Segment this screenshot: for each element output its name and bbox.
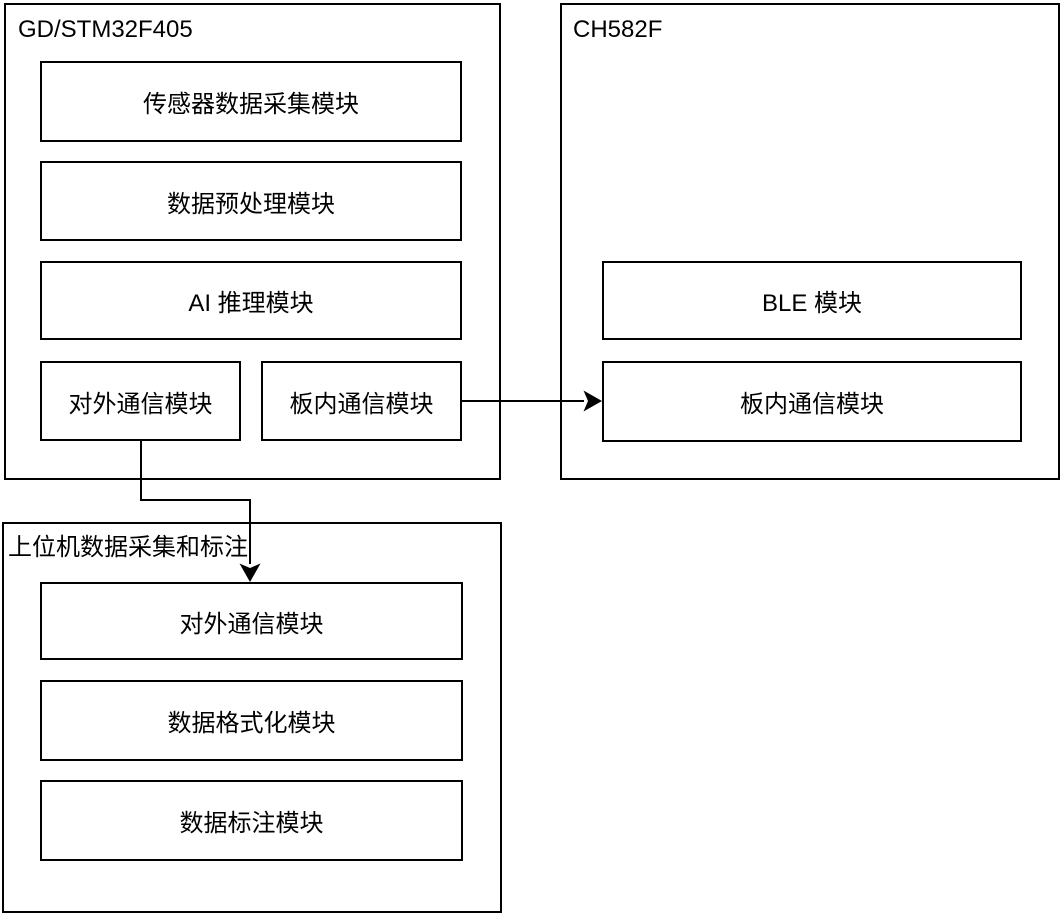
container-ch582f: CH582F BLE 模块 板内通信模块	[560, 3, 1060, 480]
external-comm-module-host: 对外通信模块	[40, 582, 463, 660]
container-host-data-collection: 上位机数据采集和标注 对外通信模块 数据格式化模块 数据标注模块	[2, 522, 502, 913]
external-comm-module-mcu: 对外通信模块	[40, 361, 241, 441]
data-preprocessing-module: 数据预处理模块	[40, 161, 462, 241]
container-title-host-data-collection: 上位机数据采集和标注	[8, 534, 248, 561]
onboard-comm-module-mcu: 板内通信模块	[261, 361, 462, 441]
data-annotation-module: 数据标注模块	[40, 780, 463, 861]
container-title-gd-stm32f405: GD/STM32F405	[18, 16, 193, 43]
onboard-comm-module-ch582f: 板内通信模块	[602, 361, 1022, 442]
container-title-ch582f: CH582F	[573, 16, 663, 43]
ai-inference-module: AI 推理模块	[40, 261, 462, 340]
container-gd-stm32f405: GD/STM32F405 传感器数据采集模块 数据预处理模块 AI 推理模块 对…	[4, 3, 501, 480]
data-formatting-module: 数据格式化模块	[40, 680, 463, 761]
ble-module: BLE 模块	[602, 261, 1022, 340]
sensor-data-acquisition-module: 传感器数据采集模块	[40, 61, 462, 142]
